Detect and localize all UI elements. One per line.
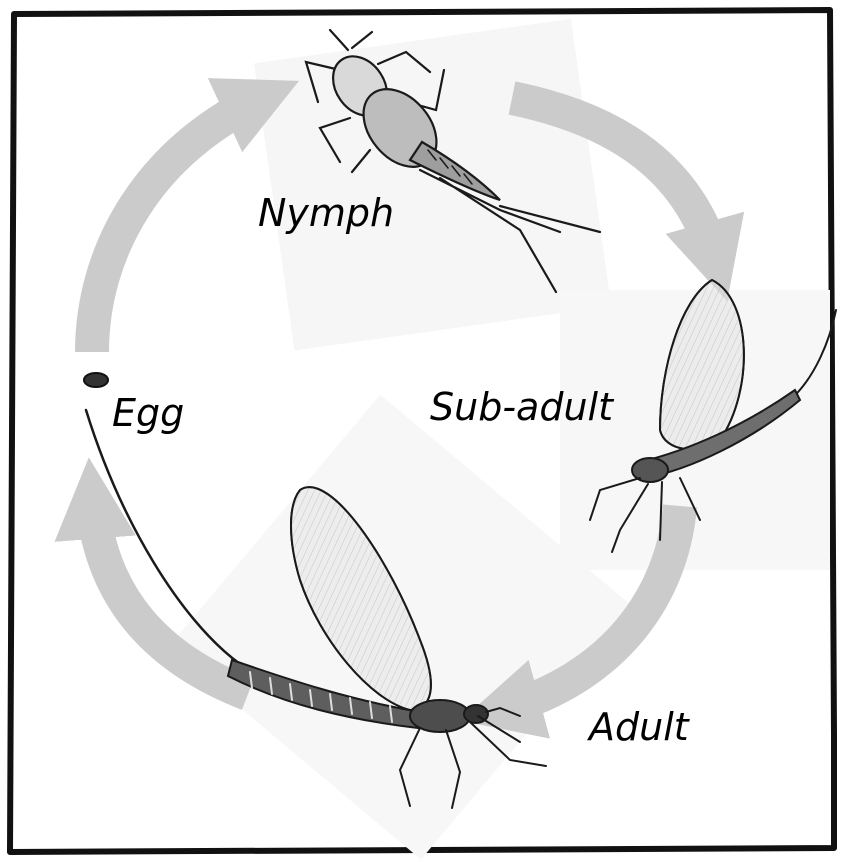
stage-label-egg: Egg bbox=[112, 391, 184, 435]
stage-label-adult: Adult bbox=[586, 705, 691, 749]
stage-label-subadult: Sub-adult bbox=[430, 385, 615, 429]
egg-icon bbox=[84, 373, 108, 387]
stage-label-nymph: Nymph bbox=[258, 191, 394, 235]
arrow-egg-to-nymph bbox=[92, 98, 262, 352]
